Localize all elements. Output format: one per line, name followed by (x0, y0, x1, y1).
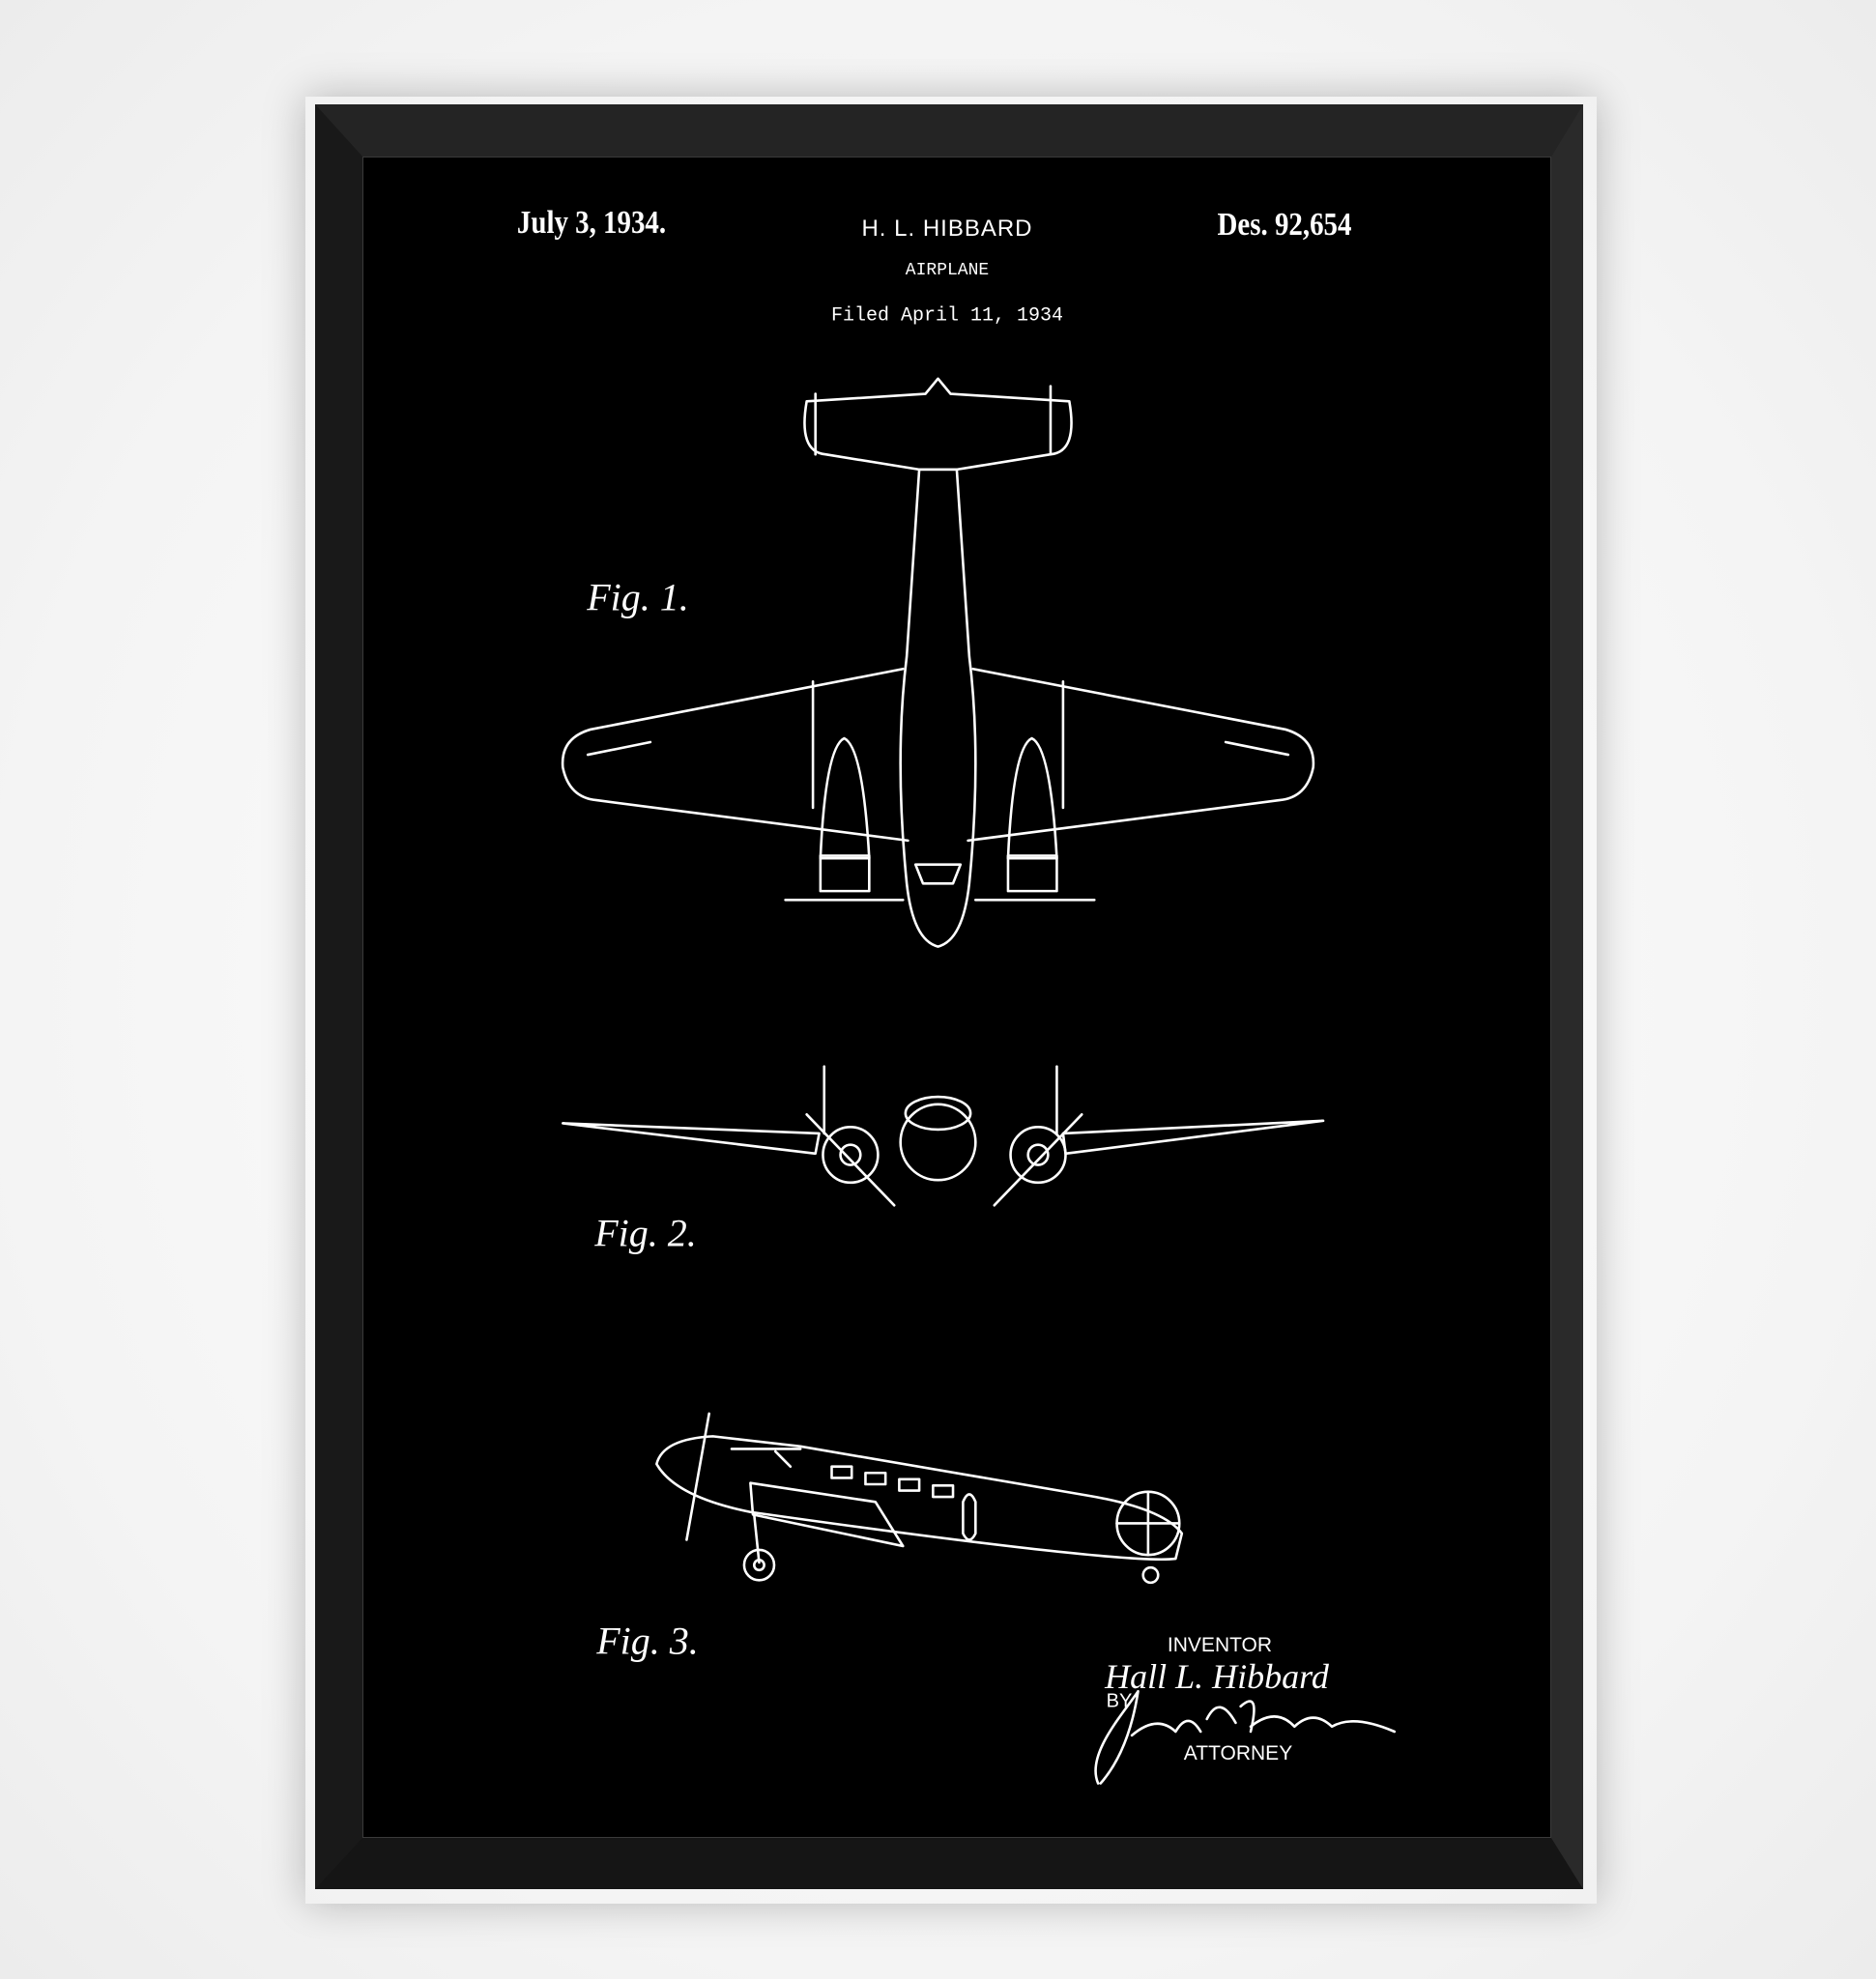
frame-bevel-top (315, 104, 1583, 157)
fig-2-label: Fig. 2. (594, 1211, 697, 1255)
frame-bevel-right (1551, 104, 1583, 1889)
fig-2-front-view-airplane (562, 1065, 1325, 1207)
attorney-signature (1094, 1689, 1397, 1785)
patent-date: July 3, 1934. (516, 205, 667, 241)
patent-number: Des. 92,654 (1217, 207, 1352, 243)
frame-bevel-bottom (315, 1838, 1583, 1889)
fig-1-label: Fig. 1. (587, 575, 689, 619)
attorney-label: ATTORNEY (1183, 1742, 1293, 1764)
inventor-short: H. L. HIBBARD (861, 215, 1033, 242)
patent-title: AIRPLANE (905, 261, 990, 280)
fig-3-label: Fig. 3. (596, 1619, 699, 1663)
inventor-name: Hall L. Hibbard (1105, 1657, 1329, 1696)
patent-print (362, 157, 1551, 1838)
inventor-label: INVENTOR (1167, 1634, 1273, 1656)
filed-date: Filed April 11, 1934 (830, 304, 1064, 328)
frame-bevel-left (315, 104, 362, 1889)
fig-1-top-view-airplane (561, 377, 1315, 948)
fig-3-side-view-airplane (655, 1412, 1184, 1585)
